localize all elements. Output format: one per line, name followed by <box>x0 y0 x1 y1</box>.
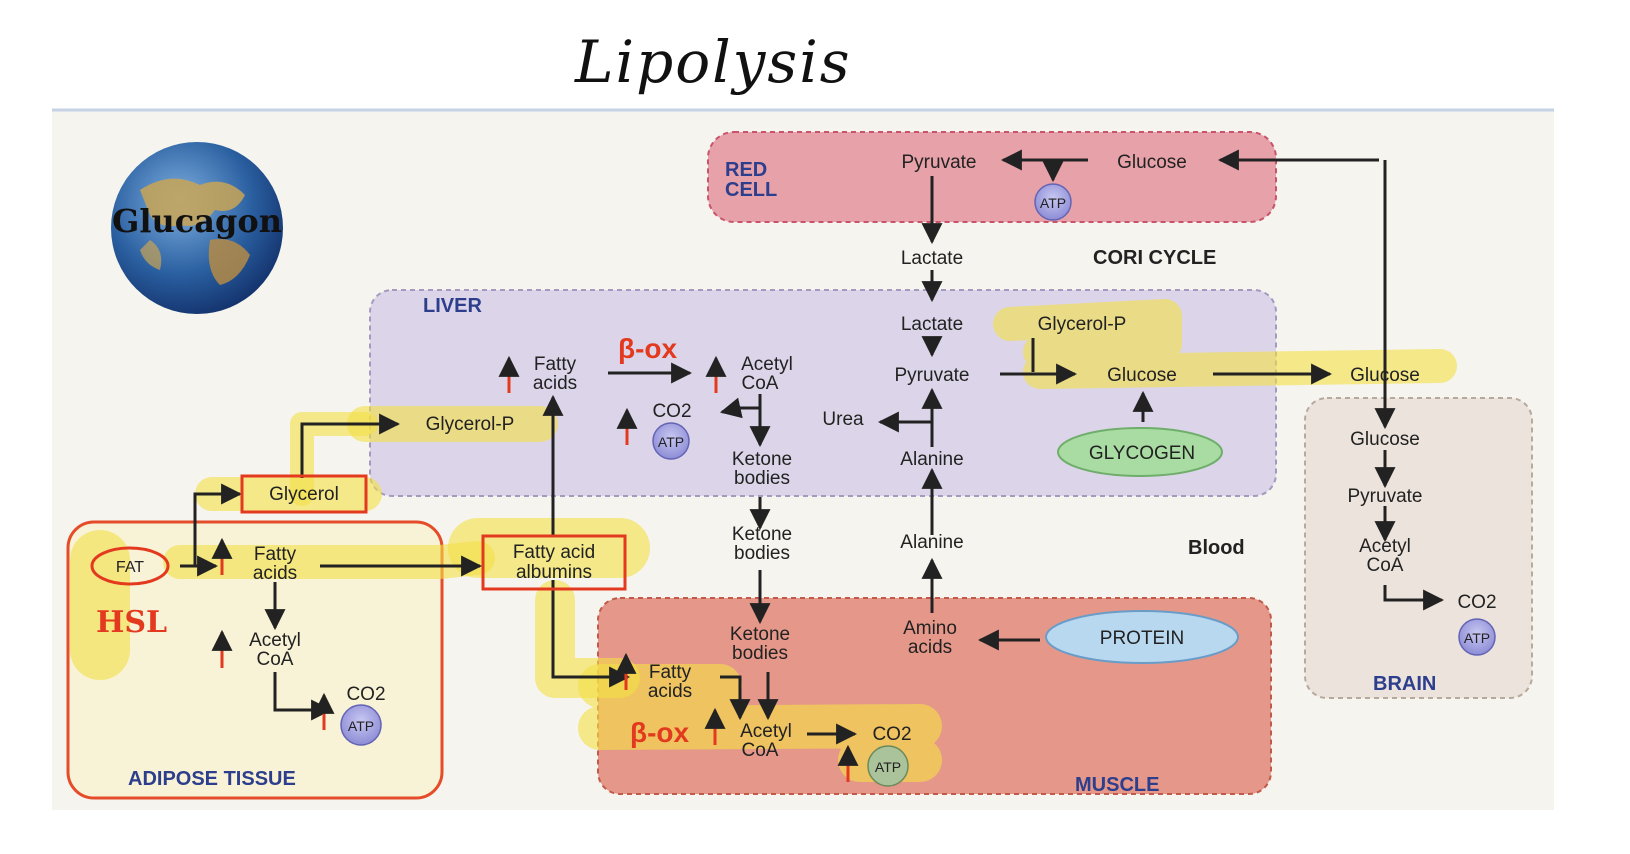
liver-beta-ox: β-ox <box>618 333 678 364</box>
liver-label: LIVER <box>423 295 482 317</box>
adipose-fatty-line2: acids <box>253 563 297 584</box>
adipose-acetyl-line1: Acetyl <box>249 630 301 651</box>
muscle-label: MUSCLE <box>1075 774 1159 796</box>
liver-atp: ATP <box>658 434 684 450</box>
blood-glycerol: Glycerol <box>269 484 339 505</box>
liver-glucose: Glucose <box>1107 365 1177 386</box>
fatty-acid-albumins-line1: Fatty acid <box>513 542 595 563</box>
brain-pyruvate: Pyruvate <box>1348 486 1423 507</box>
muscle-acetyl-line2: CoA <box>742 740 779 761</box>
red-annotation-boxes <box>90 474 627 591</box>
liver-glycerol-p: Glycerol-P <box>426 414 515 435</box>
cori-cycle-label: CORI CYCLE <box>1093 247 1216 269</box>
brain-glucose: Glucose <box>1350 429 1420 450</box>
muscle-fatty-line1: Fatty <box>649 662 692 683</box>
globe-label: Glucagon <box>112 202 282 240</box>
brain-label: BRAIN <box>1373 673 1436 695</box>
hsl-label: HSL <box>96 605 167 640</box>
fat-ellipse <box>90 546 170 586</box>
red-cell-atp: ATP <box>1040 195 1066 211</box>
adipose-fat: FAT <box>116 559 144 576</box>
glucagon-globe-icon <box>111 142 283 314</box>
liver-lactate: Lactate <box>901 314 963 335</box>
muscle-fatty-line2: acids <box>648 681 692 702</box>
adipose-atp: ATP <box>348 718 374 734</box>
adipose-co2: CO2 <box>346 684 385 705</box>
muscle-beta-ox: β-ox <box>630 717 690 748</box>
liver-fatty-acids-line2: acids <box>533 373 577 394</box>
muscle-atp: ATP <box>875 759 901 775</box>
liver-co2: CO2 <box>652 401 691 422</box>
pathway-arrows <box>180 149 1445 745</box>
increase-arrows <box>211 355 859 782</box>
brain-acetyl-line2: CoA <box>1367 555 1404 576</box>
glycogen-node <box>1057 427 1223 477</box>
blood-lactate: Lactate <box>901 248 963 269</box>
liver-acetyl-coa-line1: Acetyl <box>741 354 793 375</box>
muscle-ketone-line1: Ketone <box>730 624 790 645</box>
brain-acetyl-line1: Acetyl <box>1359 536 1411 557</box>
red-cell-glucose: Glucose <box>1117 152 1187 173</box>
protein-label: PROTEIN <box>1100 628 1184 649</box>
brain-atp: ATP <box>1464 630 1490 646</box>
blood-glucose: Glucose <box>1350 365 1420 386</box>
blood-alanine: Alanine <box>900 532 963 553</box>
liver-ketone-line2: bodies <box>734 468 790 489</box>
red-cell-label-line1: RED <box>725 159 767 181</box>
adipose-fatty-line1: Fatty <box>254 544 297 565</box>
handwritten-title: Lipolysis <box>575 28 852 96</box>
muscle-co2: CO2 <box>872 724 911 745</box>
liver-acetyl-coa-line2: CoA <box>742 373 779 394</box>
glycerol-box <box>240 474 368 514</box>
adipose-acetyl-line2: CoA <box>257 649 294 670</box>
liver-glycerol-p-top: Glycerol-P <box>1038 314 1127 335</box>
muscle-ketone-line2: bodies <box>732 643 788 664</box>
muscle-acetyl-line1: Acetyl <box>740 721 792 742</box>
red-cell-compartment <box>707 131 1277 223</box>
fatty-acid-albumins-box <box>481 534 627 591</box>
red-cell-label-line2: CELL <box>725 179 777 201</box>
glycogen-label: GLYCOGEN <box>1089 443 1195 464</box>
fatty-acid-albumins-line2: albumins <box>516 562 592 583</box>
blood-label: Blood <box>1188 537 1245 559</box>
atp-circles <box>340 183 1496 787</box>
liver-alanine: Alanine <box>900 449 963 470</box>
muscle-amino-line1: Amino <box>903 618 957 639</box>
red-cell-pyruvate: Pyruvate <box>902 152 977 173</box>
liver-urea: Urea <box>822 409 864 430</box>
blood-ketone-line1: Ketone <box>732 524 792 545</box>
muscle-amino-line2: acids <box>908 637 952 658</box>
protein-node <box>1045 610 1239 664</box>
adipose-label: ADIPOSE TISSUE <box>128 768 296 790</box>
blood-ketone-line2: bodies <box>734 543 790 564</box>
liver-ketone-line1: Ketone <box>732 449 792 470</box>
brain-co2: CO2 <box>1457 592 1496 613</box>
liver-fatty-acids-line1: Fatty <box>534 354 577 375</box>
liver-pyruvate: Pyruvate <box>895 365 970 386</box>
